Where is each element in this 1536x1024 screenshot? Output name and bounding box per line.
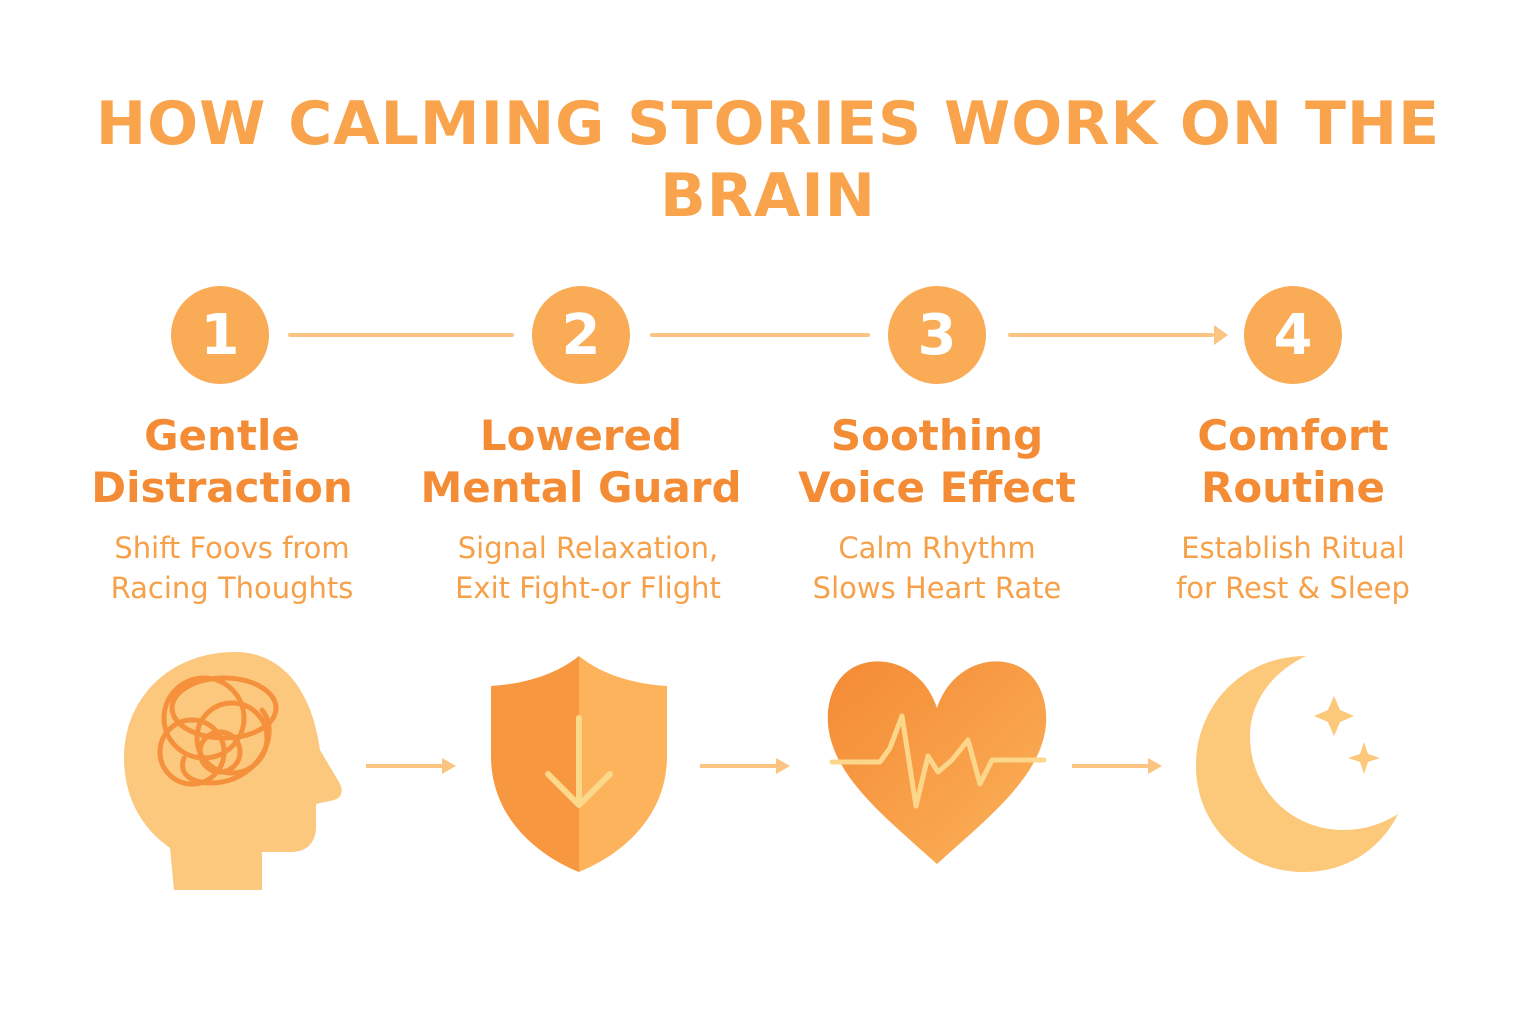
step-2-description-line-2: Exit Fight-or Flight: [455, 571, 721, 605]
step-2-description: Signal Relaxation, Exit Fight-or Flight: [408, 528, 768, 608]
head-tangled-thoughts-icon: [124, 652, 342, 890]
connector-3-4: [1008, 333, 1214, 337]
step-1-description: Shift Foovs from Racing Thoughts: [52, 528, 412, 608]
step-3-description-line-1: Calm Rhythm: [838, 531, 1036, 565]
step-3-description: Calm Rhythm Slows Heart Rate: [757, 528, 1117, 608]
step-3-description-line-2: Slows Heart Rate: [812, 571, 1062, 605]
title-line-2: BRAIN: [660, 161, 876, 231]
step-2-heading-line-1: Lowered: [479, 411, 683, 460]
step-1-heading-line-2: Distraction: [91, 463, 353, 512]
step-4-number-badge: 4: [1244, 286, 1342, 384]
connector-2-3: [650, 333, 870, 337]
heart-pulse-icon: [827, 661, 1047, 864]
step-1-heading: Gentle Distraction: [42, 410, 402, 514]
step-1-description-line-2: Racing Thoughts: [110, 571, 354, 605]
step-2-heading: Lowered Mental Guard: [401, 410, 761, 514]
step-3-number-badge: 3: [888, 286, 986, 384]
connector-arrowhead-icon: [1214, 325, 1228, 345]
step-4-heading-line-1: Comfort: [1197, 411, 1389, 460]
flow-arrow-2-icon: [700, 758, 790, 774]
page-title: HOW CALMING STORIES WORK ON THE BRAIN: [0, 88, 1536, 232]
flow-arrow-3-icon: [1072, 758, 1162, 774]
step-2-heading-line-2: Mental Guard: [420, 463, 742, 512]
step-1-number-badge: 1: [171, 286, 269, 384]
step-1-heading-line-1: Gentle: [144, 411, 300, 460]
step-1-description-line-1: Shift Foovs from: [114, 531, 350, 565]
step-3-heading-line-2: Voice Effect: [798, 463, 1076, 512]
step-4-heading: Comfort Routine: [1113, 410, 1473, 514]
step-4-description: Establish Ritual for Rest & Sleep: [1113, 528, 1473, 608]
step-2-description-line-1: Signal Relaxation,: [457, 531, 719, 565]
step-3-heading-line-1: Soothing: [830, 411, 1044, 460]
step-4-heading-line-2: Routine: [1201, 463, 1385, 512]
step-4-description-line-1: Establish Ritual: [1181, 531, 1405, 565]
moon-stars-icon: [1196, 656, 1398, 872]
step-2-number-badge: 2: [532, 286, 630, 384]
connector-1-2: [288, 333, 514, 337]
step-4-description-line-2: for Rest & Sleep: [1176, 571, 1410, 605]
shield-down-arrow-icon: [491, 656, 667, 872]
title-line-1: HOW CALMING STORIES WORK ON THE: [95, 89, 1441, 159]
flow-arrow-1-icon: [366, 758, 456, 774]
step-3-heading: Soothing Voice Effect: [757, 410, 1117, 514]
